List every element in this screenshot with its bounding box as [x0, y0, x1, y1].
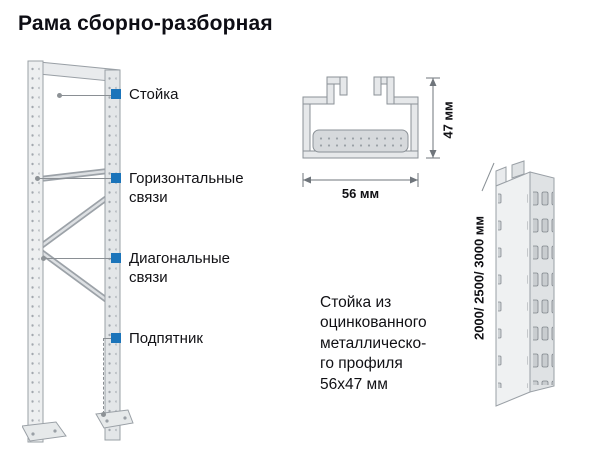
callout-podpyatnik: Подпятник: [111, 330, 203, 349]
callout-label: Подпятник: [129, 330, 203, 347]
callout-marker: [111, 89, 121, 99]
frame-braces: [37, 168, 111, 304]
dimension-height-label: 47 мм: [440, 101, 456, 139]
frame-foot-left: [22, 421, 67, 442]
leader-dot-horizontal: [35, 176, 40, 181]
callout-stoyka: Стойка: [111, 86, 179, 105]
dimension-width-label: 56 мм: [341, 186, 380, 201]
leader-line-horizontal: [38, 178, 112, 179]
callout-label: Горизонтальные связи: [129, 170, 244, 206]
upright-profile-drawing: [495, 160, 555, 407]
profile-cross-section-drawing: [302, 76, 440, 187]
profile-outline: [302, 76, 419, 159]
leader-line-podpyatnik-vertical: [103, 338, 104, 414]
leader-dot-diagonal: [41, 256, 46, 261]
callout-label: Стойка: [129, 86, 179, 103]
upright-front-holes: [498, 182, 528, 388]
leader-line-diagonal: [44, 258, 112, 259]
callout-marker: [111, 173, 121, 183]
leader-line-podpyatnik: [103, 338, 112, 339]
leader-dot-stoyka: [57, 93, 62, 98]
leader-line-stoyka: [60, 95, 112, 96]
callout-label: Диагональные связи: [129, 250, 230, 286]
dimension-width-line: [302, 173, 419, 187]
callout-diagonal: Диагональные связи: [111, 250, 264, 288]
length-leader-line: [481, 162, 495, 192]
upright-length-label: 2000/ 2500/ 3000 мм: [471, 215, 487, 341]
callout-marker: [111, 333, 121, 343]
callout-marker: [111, 253, 121, 263]
callout-horizontal: Горизонтальные связи: [111, 170, 264, 208]
page-title: Рама сборно-разборная: [18, 12, 273, 35]
description-text: Стойка из оцинкованного металлическо- го…: [320, 294, 427, 393]
dimension-height-line: [426, 77, 440, 159]
upright-side-slots: [533, 182, 553, 385]
frame-left-post: [27, 60, 44, 443]
profile-insert: [312, 129, 409, 153]
leader-dot-podpyatnik: [101, 412, 106, 417]
